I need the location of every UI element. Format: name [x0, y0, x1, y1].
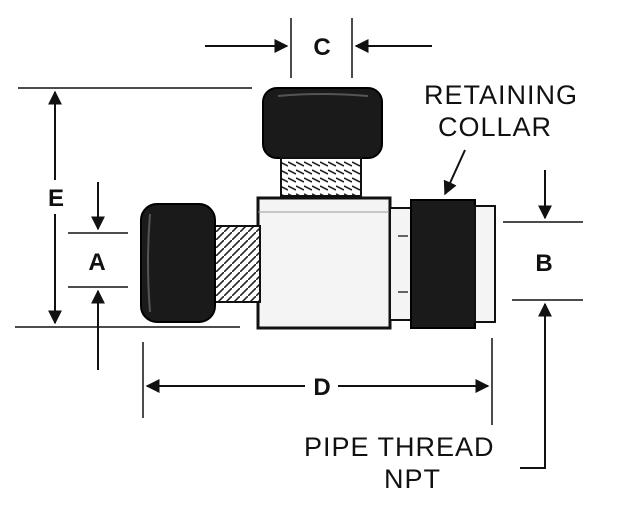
dim-label-a: A	[88, 249, 105, 276]
pipe-thread-end	[474, 205, 496, 323]
left-thread	[209, 225, 261, 303]
callout-pipe-thread: PIPE THREAD NPT	[304, 432, 495, 494]
retaining-collar	[410, 199, 476, 329]
dim-label-e: E	[48, 185, 64, 212]
pipe-thread-label-line1: PIPE THREAD	[304, 432, 495, 462]
dimension-c: C	[205, 18, 432, 78]
dimension-a: A	[68, 182, 128, 370]
callout-retaining-collar: RETAINING COLLAR	[424, 80, 578, 196]
left-nut	[140, 203, 216, 323]
dim-label-b: B	[535, 250, 552, 277]
dimension-e: E	[15, 87, 252, 328]
dimension-d: D	[142, 338, 493, 425]
dim-label-c: C	[313, 34, 330, 61]
pipe-thread-label-line2: NPT	[384, 464, 441, 494]
retaining-label-line2: COLLAR	[438, 112, 552, 142]
fitting-body	[140, 87, 496, 330]
top-thread	[280, 157, 362, 197]
dimension-b: B	[503, 170, 583, 469]
center-body	[256, 196, 392, 330]
dim-label-d: D	[313, 374, 330, 401]
top-nut	[262, 87, 383, 159]
retaining-label-line1: RETAINING	[424, 80, 578, 110]
